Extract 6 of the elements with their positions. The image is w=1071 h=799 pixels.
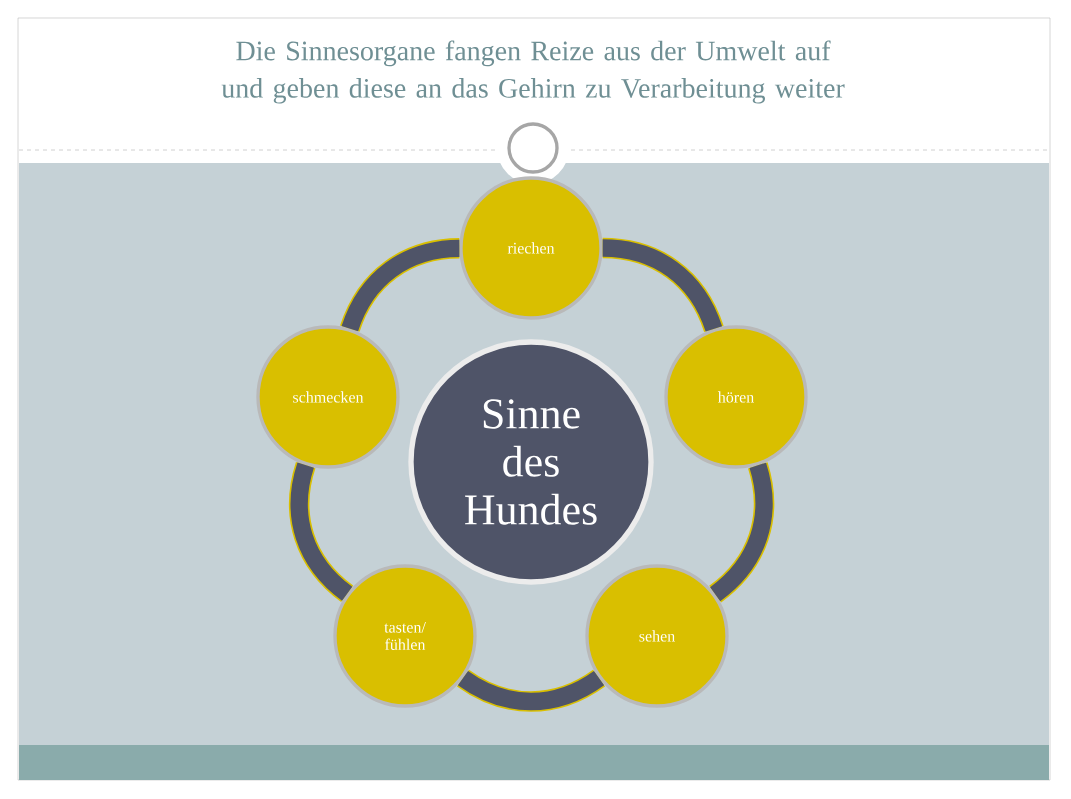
ring-segment (602, 237, 724, 333)
title: Die Sinnesorgane fangen Reize aus der Umwelt auf und geben diese an das Gehirn zu Verarbeitung weiter (221, 40, 845, 104)
ring-segment (289, 462, 354, 602)
ring-segment (340, 238, 460, 333)
ring-segment (457, 669, 605, 712)
ring-segment (708, 462, 775, 603)
